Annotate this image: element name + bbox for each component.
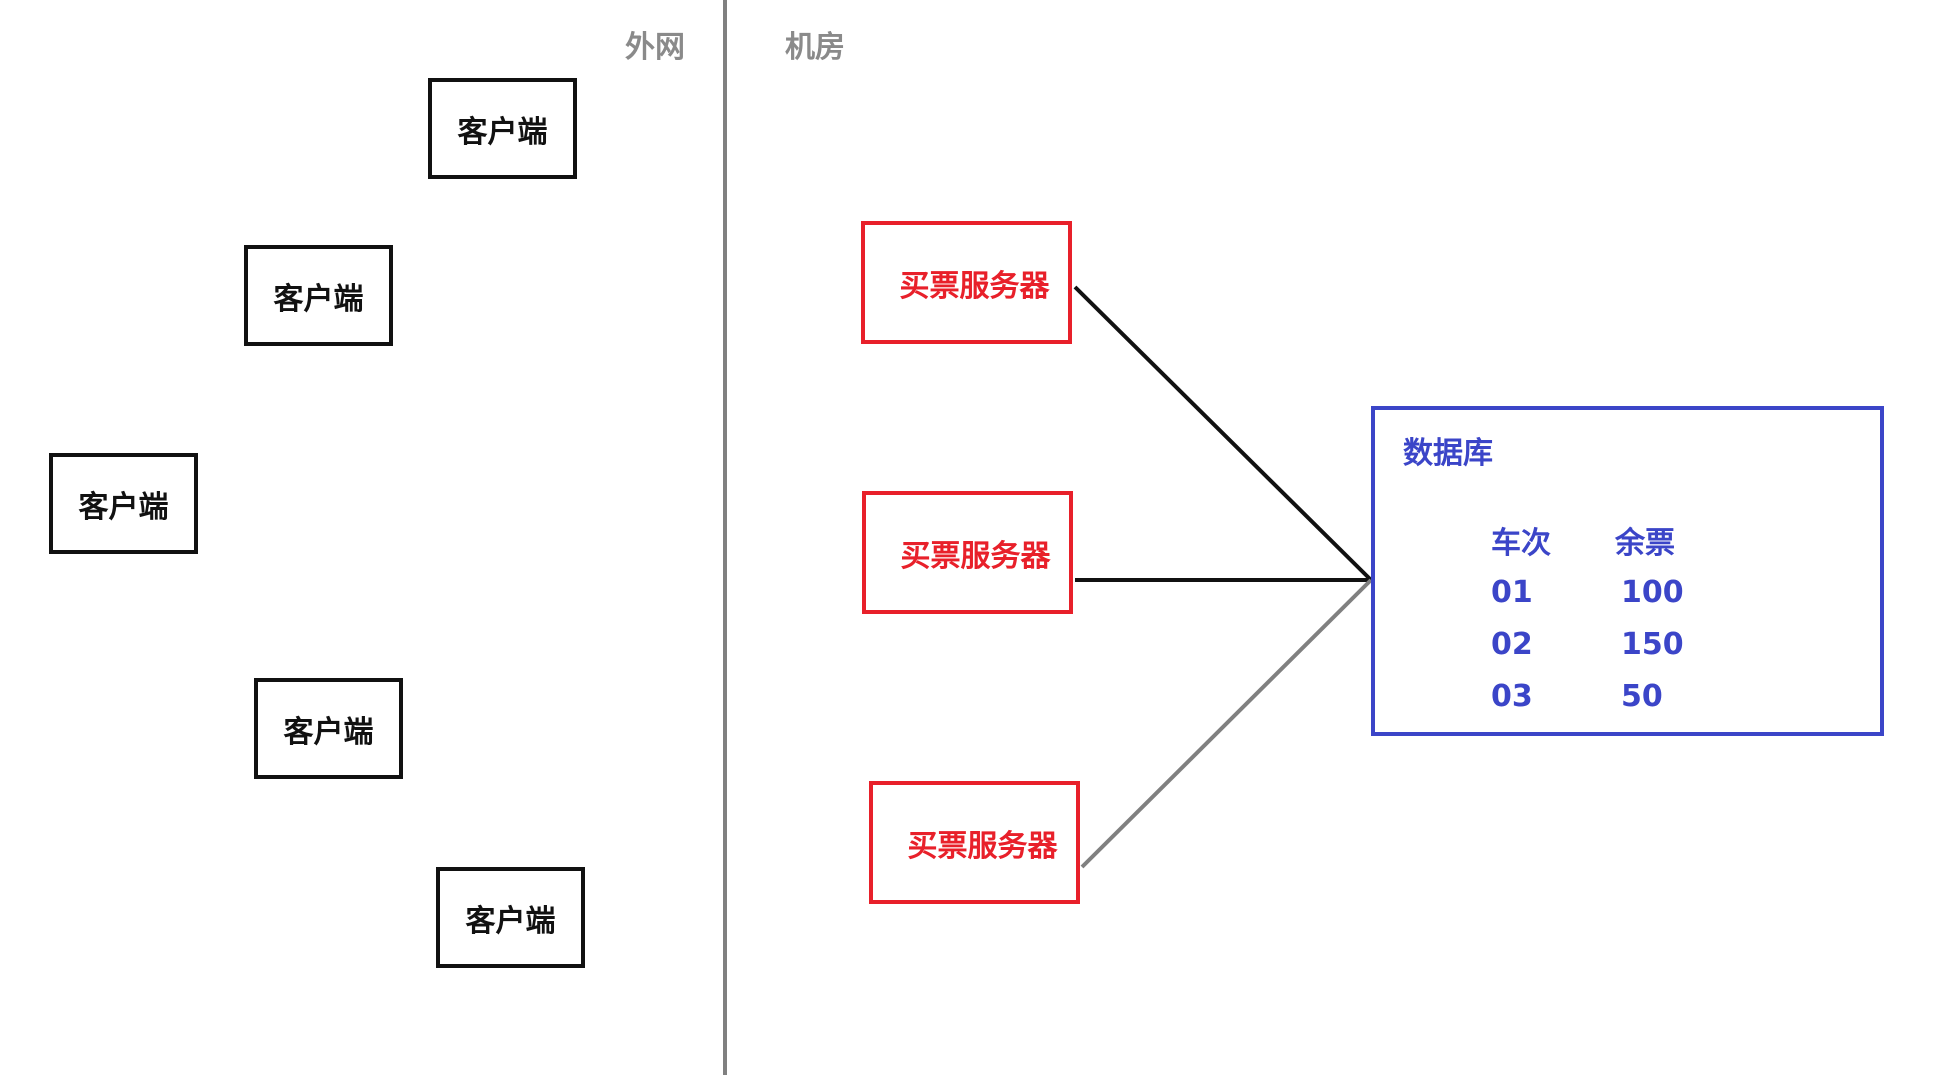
ticket-server-box[interactable]: 买票服务器 xyxy=(861,221,1072,344)
train-number-cell: 01 xyxy=(1491,574,1533,610)
ticket-server-box[interactable]: 买票服务器 xyxy=(862,491,1073,614)
table-row: 01 100 xyxy=(1491,566,1739,618)
client-box[interactable]: 客户端 xyxy=(49,453,198,554)
train-number-cell: 03 xyxy=(1491,678,1533,714)
table-row: 02 150 xyxy=(1491,618,1739,670)
database-title: 数据库 xyxy=(1403,436,1493,471)
zone-label-datacenter: 机房 xyxy=(785,30,845,65)
zone-label-external: 外网 xyxy=(625,30,685,65)
database-box[interactable]: 数据库 车次 余票 01 100 02 150 03 50 xyxy=(1371,406,1884,736)
table-row: 03 50 xyxy=(1491,670,1739,722)
remaining-tickets-cell: 100 xyxy=(1621,574,1684,610)
ticket-server-box[interactable]: 买票服务器 xyxy=(869,781,1080,904)
remaining-tickets-cell: 150 xyxy=(1621,626,1684,662)
connector-server-1-database xyxy=(1073,285,1373,582)
client-box[interactable]: 客户端 xyxy=(244,245,393,346)
database-table: 车次 余票 01 100 02 150 03 50 xyxy=(1491,514,1739,722)
column-header-train: 车次 xyxy=(1491,526,1551,561)
column-header-remaining: 余票 xyxy=(1615,526,1675,561)
network-divider xyxy=(723,0,727,1075)
client-box[interactable]: 客户端 xyxy=(254,678,403,779)
table-header-row: 车次 余票 xyxy=(1491,514,1739,566)
connector-server-3-database xyxy=(1080,578,1373,869)
client-box[interactable]: 客户端 xyxy=(436,867,585,968)
train-number-cell: 02 xyxy=(1491,626,1533,662)
client-box[interactable]: 客户端 xyxy=(428,78,577,179)
remaining-tickets-cell: 50 xyxy=(1621,678,1663,714)
